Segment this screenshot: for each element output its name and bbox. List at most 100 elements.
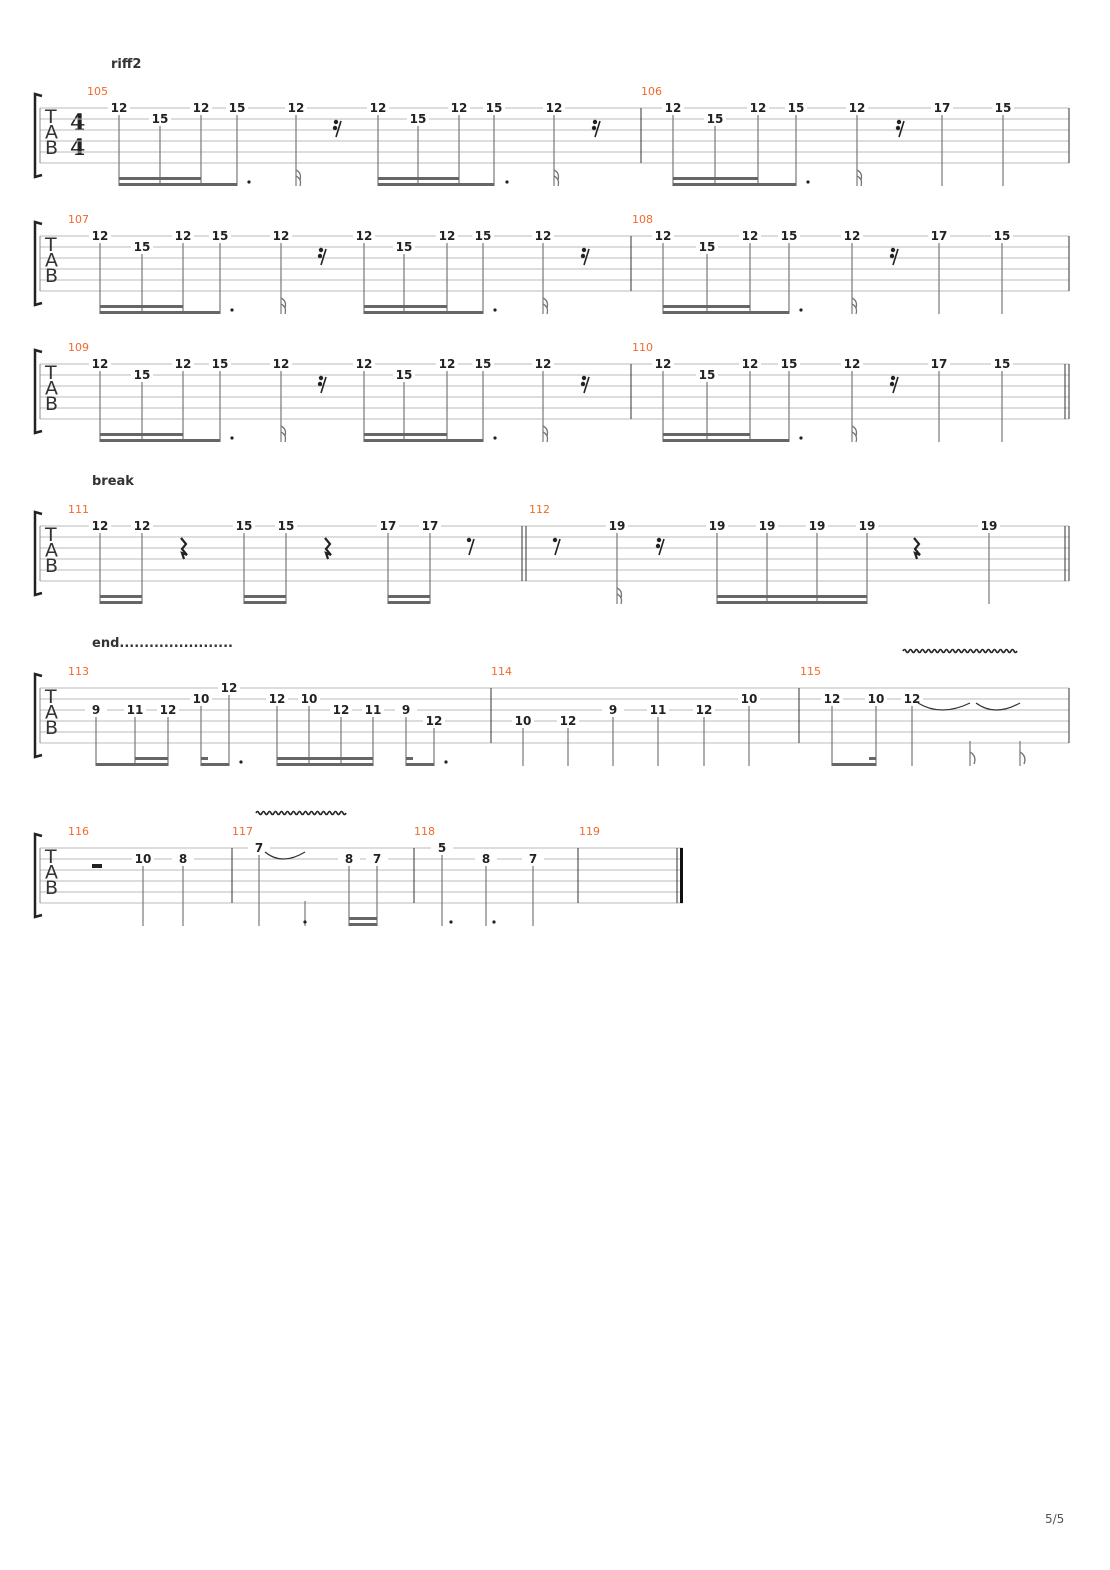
system-bracket [33,220,43,307]
system-bracket [33,348,43,435]
fret-bg [353,358,375,370]
fret-number: 10 [515,714,532,728]
fret-bg [856,520,878,532]
fret-number: 19 [759,519,776,533]
fret-bg [928,358,950,370]
fret-number: 15 [236,519,253,533]
fret-bg [865,693,887,705]
tab-clef-letter: B [45,265,58,287]
fret-number: 15 [781,357,798,371]
rest-stem [583,248,590,266]
beam [349,923,377,926]
tab-clef-letter: A [45,378,58,400]
beam [364,311,483,314]
fret-number: 12 [134,519,151,533]
fret-bg [132,853,154,865]
fret-number: 12 [426,714,443,728]
fret-number: 12 [742,357,759,371]
rest-flag [890,375,896,381]
measure-number: 115 [800,665,821,678]
fret-number: 12 [665,101,682,115]
beam [100,311,220,314]
beam [388,601,430,604]
fret-number: 17 [931,357,948,371]
beam [277,763,373,766]
fret-number: 12 [535,229,552,243]
system-bracket [33,832,43,919]
fret-number: 12 [175,357,192,371]
time-signature-bottom: 4 [70,135,85,161]
fret-bg [407,113,429,125]
tab-clef-letter: A [45,122,58,144]
fret-number: 15 [788,101,805,115]
fret-bg [696,241,718,253]
fret-bg [330,704,352,716]
tab-clef-letter: T [44,106,57,128]
beam [673,177,758,180]
fret-number: 19 [709,519,726,533]
fret-bg [532,358,554,370]
measure-number: 116 [68,825,89,838]
fret-number: 12 [160,703,177,717]
fret-number: 15 [995,101,1012,115]
fret-bg [647,704,669,716]
fret-bg [172,358,194,370]
fret-number: 12 [92,357,109,371]
fret-number: 15 [134,368,151,382]
fret-number: 5 [438,841,446,855]
fret-bg [89,230,111,242]
fret-bg [209,358,231,370]
beam [100,305,183,308]
fret-bg [298,693,320,705]
fret-bg [275,520,297,532]
fret-number: 12 [696,703,713,717]
measure-number: 109 [68,341,89,354]
rest-stem [594,120,601,138]
fret-number: 12 [273,229,290,243]
measure-number: 110 [632,341,653,354]
fret-bg [928,230,950,242]
fret-bg [841,358,863,370]
fret-bg [756,520,778,532]
beam [364,433,447,436]
sixteenth-rest-icon [317,247,327,266]
fret-number: 12 [655,357,672,371]
rest-flag [890,247,896,253]
beam [663,305,750,308]
fret-bg [931,102,953,114]
fret-number: 12 [904,692,921,706]
fret-bg [739,230,761,242]
fret-bg [89,520,111,532]
measure-number: 114 [491,665,512,678]
fret-bg [991,358,1013,370]
fret-number: 15 [781,229,798,243]
fret-bg [738,693,760,705]
fret-bg [395,704,417,716]
dot [806,180,810,184]
beam [364,439,483,442]
sixteenth-rest-icon [895,119,905,138]
fret-number: 12 [824,692,841,706]
tab-clef-letter: T [44,524,57,546]
tab-clef-letter: B [45,877,58,899]
fret-bg [543,102,565,114]
sixteenth-flag-icon [542,425,549,443]
rest-stem [898,120,905,138]
fret-number: 12 [750,101,767,115]
system-bracket [33,92,43,179]
fret-number: 12 [333,703,350,717]
rest-flag [332,125,338,131]
fret-number: 12 [844,229,861,243]
tab-clef-letter: T [44,234,57,256]
fret-number: 12 [655,229,672,243]
fret-bg [778,358,800,370]
rest-flag [317,253,323,259]
fret-bg [846,102,868,114]
fret-bg [785,102,807,114]
rest-flag [896,119,902,125]
dot [492,920,496,924]
fret-number: 12 [451,101,468,115]
tab-clef-letter: B [45,717,58,739]
